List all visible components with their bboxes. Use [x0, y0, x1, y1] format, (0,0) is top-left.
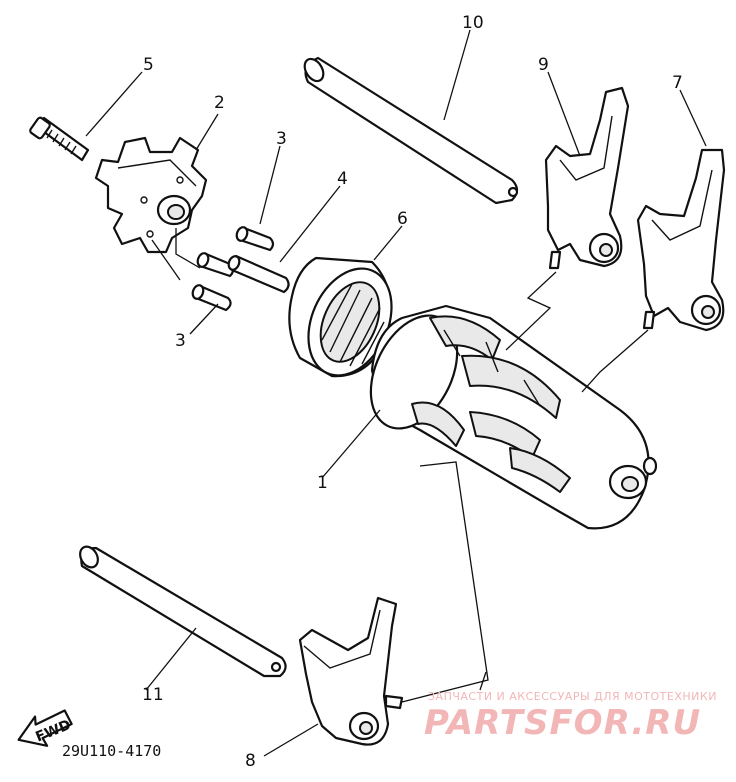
part-2-segment	[94, 136, 208, 254]
callout-10: 10	[462, 13, 484, 33]
part-9-shift-fork	[544, 86, 630, 270]
callout-3-lower: 3	[175, 331, 186, 351]
part-11-fork-shaft	[79, 545, 287, 678]
part-6-bearing	[288, 256, 393, 378]
part-3-dowel-pin-middle	[196, 252, 235, 278]
callout-8: 8	[245, 751, 256, 771]
callout-11: 11	[142, 685, 164, 705]
diagram-code: 29U110-4170	[62, 742, 161, 760]
callout-3-upper: 3	[276, 129, 287, 149]
part-3-dowel-pin-upper	[235, 226, 275, 252]
part-3-dowel-pin-lower	[191, 284, 232, 312]
part-10-fork-shaft	[303, 56, 519, 205]
watermark-subtitle: ЗАПЧАСТИ И АКСЕССУАРЫ ДЛЯ МОТОТЕХНИКИ	[428, 690, 717, 703]
alignment-line	[175, 228, 201, 269]
callout-1: 1	[317, 473, 328, 493]
callout-5: 5	[143, 55, 154, 75]
part-8-shift-fork	[298, 596, 404, 746]
watermark-brand: PARTSFOR.RU	[424, 703, 701, 743]
watermark: ЗАПЧАСТИ И АКСЕССУАРЫ ДЛЯ МОТОТЕХНИКИ PA…	[424, 690, 717, 743]
leader-lines	[85, 29, 707, 757]
part-4-pin	[227, 254, 290, 294]
callout-6: 6	[397, 209, 408, 229]
callout-2: 2	[214, 93, 225, 113]
part-5-bolt	[29, 116, 90, 162]
part-7-shift-fork	[636, 148, 726, 332]
alignment-line	[151, 239, 181, 281]
part-1-shift-drum	[369, 304, 658, 530]
callout-7: 7	[672, 73, 683, 93]
callout-4: 4	[337, 169, 348, 189]
callout-9: 9	[538, 55, 549, 75]
